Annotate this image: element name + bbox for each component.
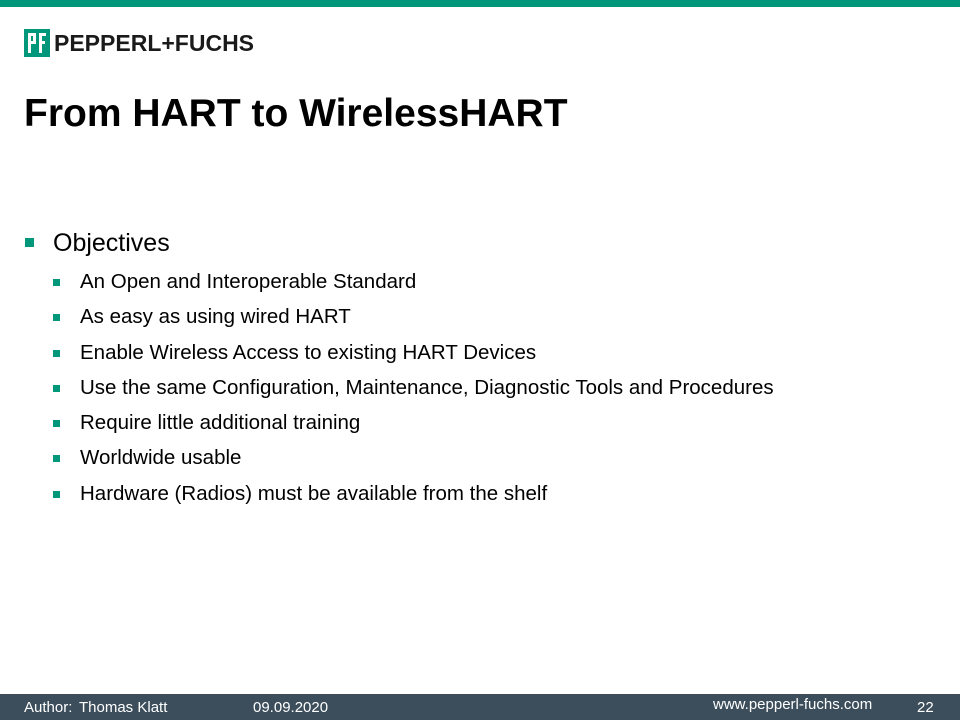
brand-name: PEPPERL+FUCHS (54, 30, 255, 56)
square-bullet-icon (53, 490, 60, 498)
list-item-text: An Open and Interoperable Standard (80, 270, 417, 293)
list-item: Require little additional training (24, 406, 934, 441)
list-item-text: Worldwide usable (80, 446, 242, 470)
list-item: Use the same Configuration, Maintenance,… (24, 371, 934, 406)
square-bullet-icon (53, 314, 60, 322)
author-name: Thomas Klatt (79, 699, 168, 716)
list-item-text: Require little additional training (80, 411, 361, 435)
objectives-list: An Open and Interoperable Standard As ea… (24, 265, 934, 512)
list-item: As easy as using wired HART (24, 300, 934, 335)
section-heading: Objectives (53, 229, 170, 257)
square-bullet-icon (53, 455, 60, 463)
slide-footer: Author: Thomas Klatt 09.09.2020 www.pepp… (0, 694, 960, 720)
page-number: 22 (917, 699, 934, 716)
slide-title: From HART to WirelessHART (24, 92, 568, 135)
author-label: Author: (24, 699, 73, 716)
square-bullet-icon (53, 279, 60, 286)
list-item: Enable Wireless Access to existing HART … (24, 336, 934, 371)
list-item-text: Hardware (Radios) must be available from… (80, 481, 548, 505)
list-item-text: Enable Wireless Access to existing HART … (80, 340, 537, 364)
footer-date: 09.09.2020 (253, 699, 329, 716)
square-bullet-icon (53, 420, 60, 428)
bullet-level1: Objectives (24, 226, 934, 260)
footer-url: www.pepperl-fuchs.com (713, 696, 873, 713)
top-accent-bar (0, 0, 960, 7)
list-item: Worldwide usable (24, 441, 934, 476)
pf-logo-mark-icon (24, 29, 50, 57)
list-item-text: As easy as using wired HART (80, 305, 351, 329)
square-bullet-icon (25, 238, 34, 247)
list-item-text: Use the same Configuration, Maintenance,… (80, 375, 774, 399)
brand-logo: PEPPERL+FUCHS (24, 28, 254, 58)
slide-content: Objectives An Open and Interoperable Sta… (24, 226, 934, 512)
square-bullet-icon (53, 384, 60, 392)
square-bullet-icon (53, 349, 60, 357)
list-item: Hardware (Radios) must be available from… (24, 477, 934, 512)
list-item: An Open and Interoperable Standard (24, 265, 934, 300)
